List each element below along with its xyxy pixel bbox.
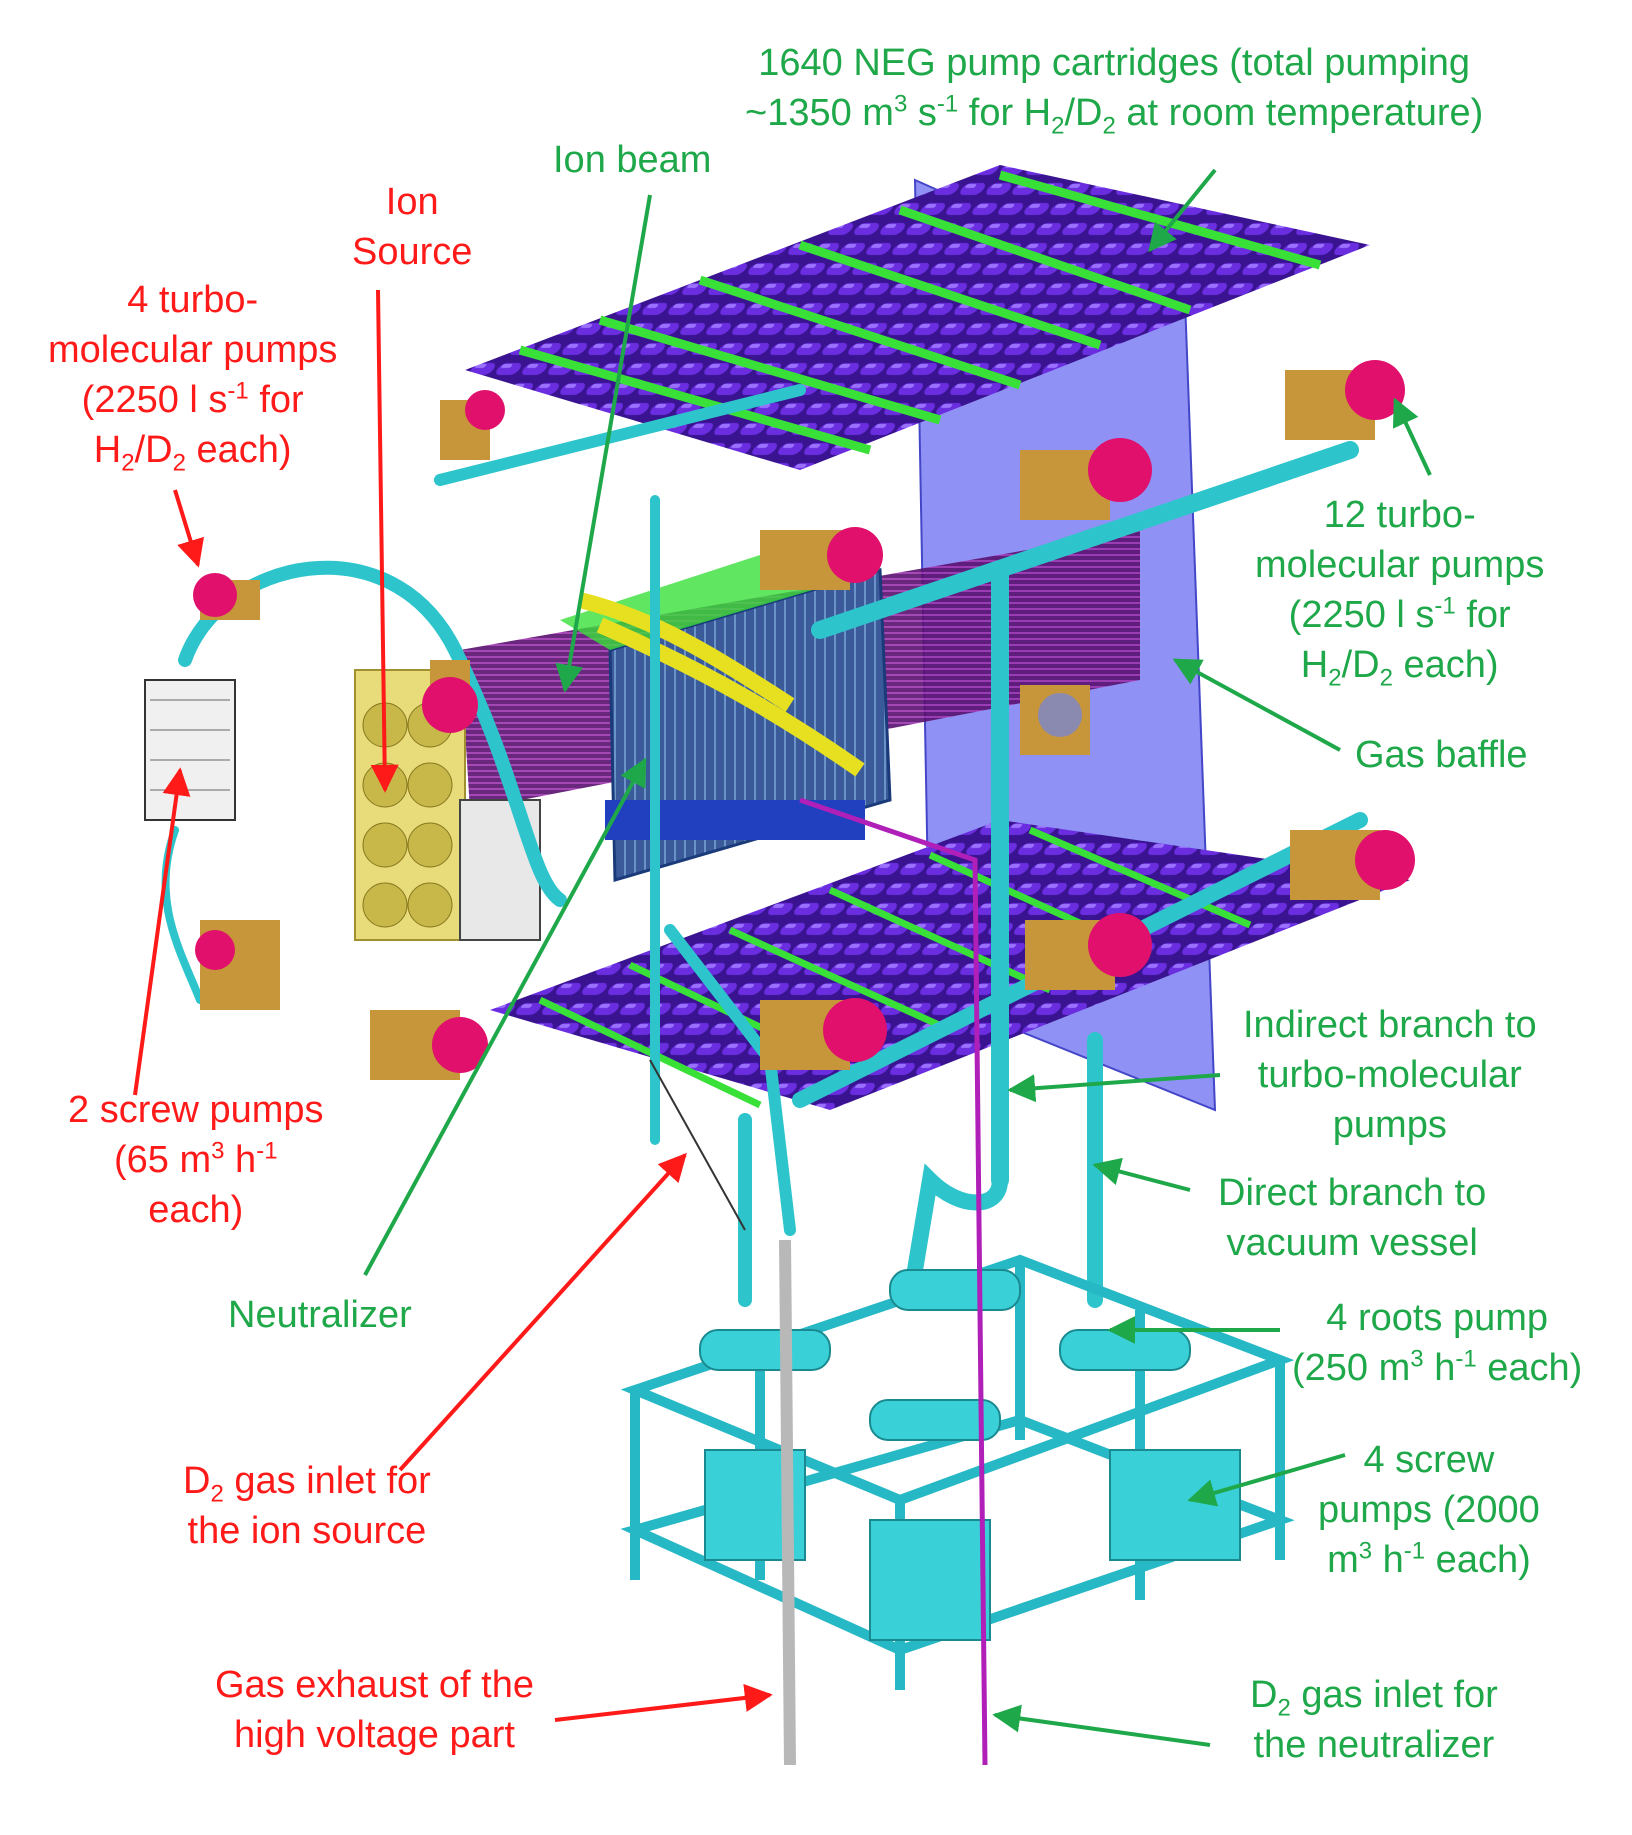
label-4-turbo-pumps: 4 turbo- molecular pumps (2250 l s-1 for… — [48, 279, 338, 477]
label-ion-source: Ion Source — [352, 181, 473, 273]
d2-ion-source-line — [649, 1059, 746, 1231]
label-d2-neutralizer: D2 gas inlet for the neutralizer — [1250, 1674, 1498, 1766]
upper-neg-array — [465, 165, 1370, 470]
label-neg-cartridges: 1640 NEG pump cartridges (total pumping … — [745, 42, 1484, 140]
d2-neutralizer-line — [799, 797, 988, 1766]
neutralizer — [560, 555, 892, 882]
left-screw-pumps — [144, 679, 236, 821]
label-4-screw-pumps: 4 screw pumps (2000 m3 h-1 each) — [1318, 1439, 1540, 1581]
label-gas-baffle: Gas baffle — [1355, 734, 1528, 776]
label-ion-beam: Ion beam — [553, 139, 712, 181]
label-direct-branch: Direct branch to vacuum vessel — [1218, 1172, 1487, 1264]
label-neutralizer: Neutralizer — [228, 1294, 412, 1336]
label-12-turbo-pumps: 12 turbo- molecular pumps (2250 l s-1 fo… — [1255, 494, 1545, 692]
label-gas-exhaust: Gas exhaust of the high voltage part — [215, 1664, 534, 1756]
label-indirect-branch: Indirect branch to turbo-molecular pumps — [1243, 1004, 1537, 1146]
backing-pump-frame — [620, 1254, 1295, 1690]
turbo-molecular-pumps — [193, 360, 1415, 1080]
label-d2-ion-source: D2 gas inlet for the ion source — [183, 1460, 431, 1552]
label-roots-pumps: 4 roots pump (250 m3 h-1 each) — [1292, 1297, 1583, 1389]
annotation-arrows — [133, 168, 1432, 1747]
label-2-screw-pumps: 2 screw pumps (65 m3 h-1 each) — [68, 1089, 324, 1231]
gas-exhaust-pipe — [779, 1239, 796, 1766]
